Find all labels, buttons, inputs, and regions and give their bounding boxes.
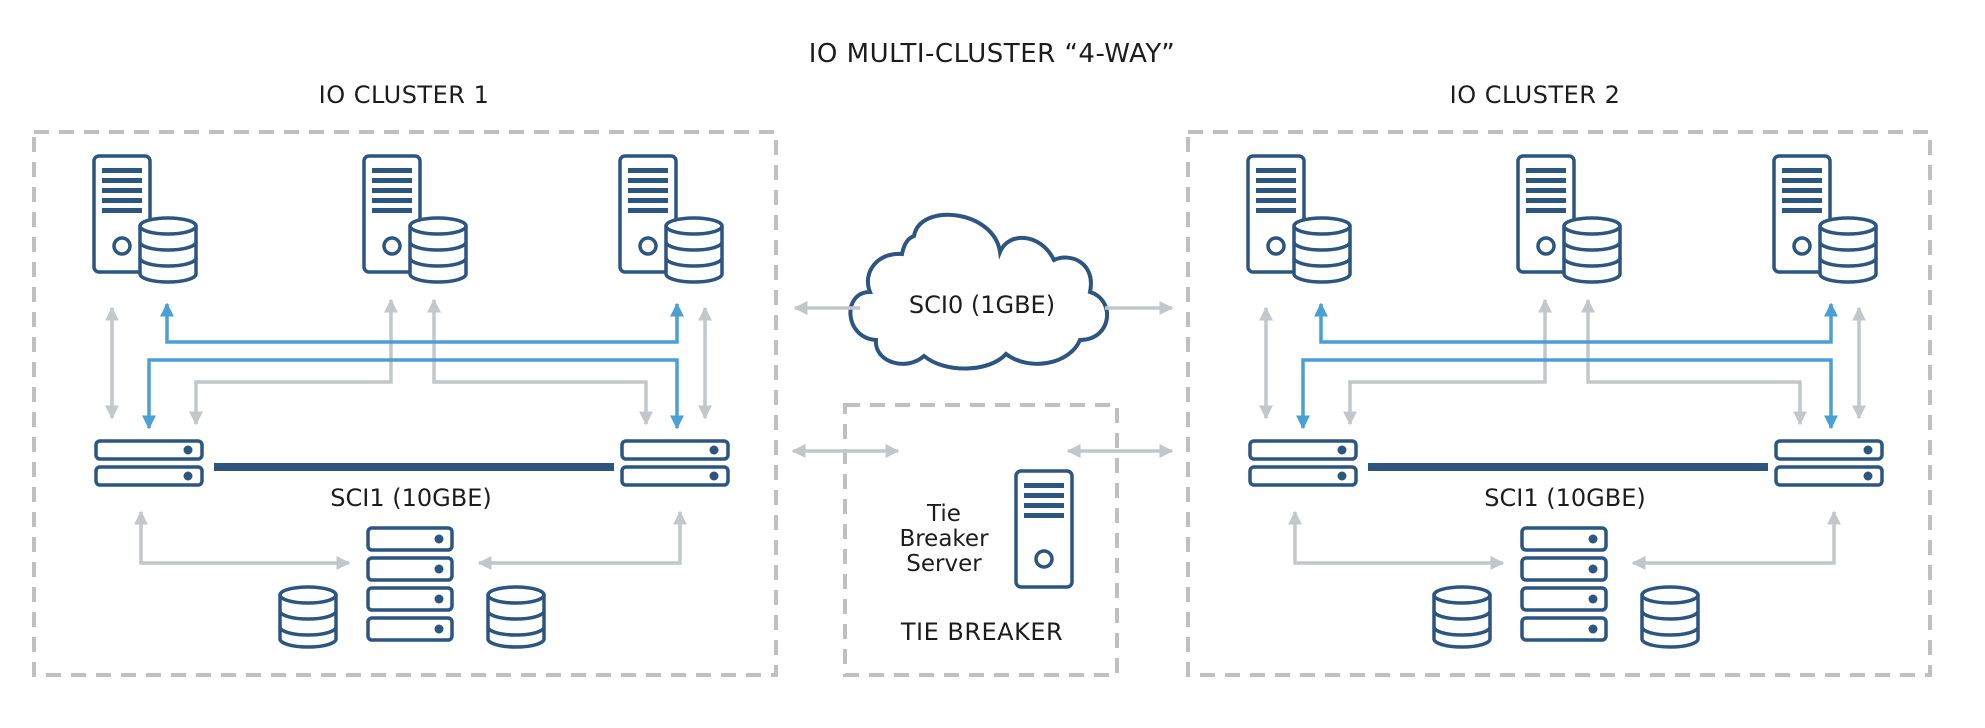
io-cluster-1	[34, 132, 776, 675]
cluster-1-heading: IO CLUSTER 1	[319, 81, 490, 109]
tie-breaker-server-label-line-3: Server	[906, 551, 982, 577]
diagram-title: IO MULTI-CLUSTER “4-WAY”	[809, 39, 1176, 69]
cloud-icon	[848, 212, 1109, 371]
tie-breaker-server-icon	[1014, 469, 1074, 589]
io-cluster-2	[1188, 132, 1930, 675]
tie-breaker-box	[843, 403, 1119, 677]
cluster-2-link-label: SCI1 (10GBE)	[1484, 484, 1645, 512]
cloud-network-label: SCI0 (1GBE)	[909, 291, 1055, 319]
tie-breaker-heading: TIE BREAKER	[900, 618, 1063, 646]
tie-breaker-server-label-line-2: Breaker	[899, 526, 989, 552]
cluster-2-heading: IO CLUSTER 2	[1450, 81, 1621, 109]
tie-breaker-server-label-line-1: Tie	[926, 501, 961, 527]
cluster-1-link-label: SCI1 (10GBE)	[330, 484, 491, 512]
